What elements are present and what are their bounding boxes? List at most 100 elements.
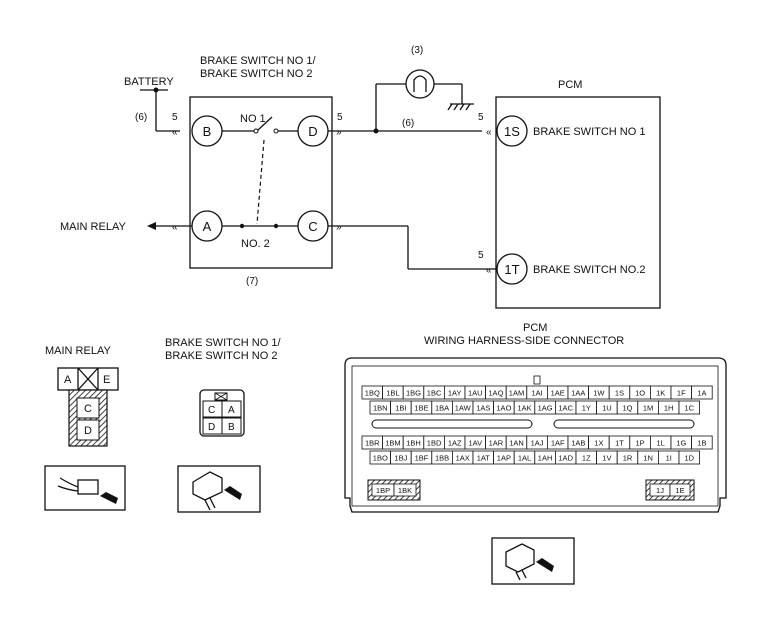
brake-lamp — [405, 69, 435, 99]
pcm-connector-pin: 1AZ — [448, 439, 462, 448]
pcm-connector-pin: 1AX — [456, 454, 470, 463]
pcm-view-arrow — [536, 558, 554, 572]
ground-tick-1 — [447, 103, 453, 111]
pcm-connector-pin: 1Q — [622, 404, 632, 413]
pcm-connector-pin: 1BE — [414, 404, 428, 413]
ref-5-d: 5 — [337, 112, 343, 123]
pcm-connector-pin: 1G — [676, 439, 686, 448]
pcm-connector-pin: 1BR — [365, 439, 380, 448]
pcm-connector-pin: 1AQ — [488, 389, 503, 398]
pcm-connector-pin: 1F — [677, 389, 686, 398]
ref-7: (7) — [246, 276, 258, 287]
switch-view-arrow — [224, 486, 242, 500]
pcm-connector-pin: 1AB — [571, 439, 585, 448]
relay-x-2 — [77, 367, 99, 391]
pin-1s-label: 1S — [504, 124, 520, 139]
pcm-connector-cell — [691, 385, 713, 400]
pin-a-label: A — [203, 219, 212, 234]
pcm-connector-pin: 1AH — [538, 454, 553, 463]
switch-view-plug — [192, 471, 223, 501]
pcm-title: PCM — [558, 79, 582, 91]
pcm-connector-pin: 1BN — [373, 404, 388, 413]
relay-pin-a: A — [64, 374, 72, 386]
pcm-connector-pin: 1K — [656, 389, 665, 398]
pcm-connector-pin: 1H — [664, 404, 674, 413]
pcm-connector-pin: 1AK — [517, 404, 531, 413]
switch-title-2: BRAKE SWITCH NO 2 — [200, 68, 312, 80]
pcm-connector-pin: 1D — [685, 454, 695, 463]
relay-view-arrow — [100, 492, 118, 504]
pcm-pin-1bp: 1BP — [376, 486, 390, 495]
relay-pin-e: E — [103, 374, 110, 386]
switch-pin-b: B — [228, 422, 235, 433]
pcm-connector-pin: 1O — [635, 389, 645, 398]
pcm-connector-pin: 1BD — [427, 439, 442, 448]
pcm-connector-pin: 1AO — [496, 404, 511, 413]
relay-view-plug — [77, 479, 99, 495]
pcm-connector-pin: 1AS — [476, 404, 490, 413]
pcm-connector-pin: 1BI — [395, 404, 406, 413]
pin-1t-label: 1T — [504, 262, 519, 277]
switch-no2-contact-left — [239, 223, 245, 229]
connector-mark-1s: « — [486, 127, 492, 138]
ref-6-left: (6) — [135, 112, 147, 123]
relay-pin-c: C — [84, 403, 92, 415]
pcm-pin-1e: 1E — [675, 486, 684, 495]
pin-d-label: D — [308, 124, 317, 139]
bottom-main-relay-title: MAIN RELAY — [45, 345, 111, 357]
pcm-connector-pin: 1AG — [538, 404, 553, 413]
pcm-connector-slot-right — [553, 419, 695, 429]
pcm-connector-pin: 1AM — [509, 389, 524, 398]
ref-5-b: 5 — [172, 112, 178, 123]
pcm-connector-pin: 1R — [623, 454, 633, 463]
pin-c-label: C — [308, 219, 317, 234]
pcm-connector-pin: 1BQ — [365, 389, 380, 398]
pcm-1s-desc: BRAKE SWITCH NO 1 — [533, 126, 645, 138]
pcm-connector-cell — [691, 435, 713, 450]
pcm-connector-pin: 1BC — [427, 389, 442, 398]
pcm-connector-pin: 1AF — [551, 439, 565, 448]
connector-mark-c: » — [336, 222, 342, 233]
pcm-connector-cell — [678, 450, 701, 465]
switch-view-wire-1 — [204, 499, 211, 511]
pcm-connector-pin: 1AD — [558, 454, 573, 463]
battery-label: BATTERY — [124, 76, 174, 88]
pcm-connector-pin: 1BH — [406, 439, 421, 448]
pcm-connector-pin: 1P — [636, 439, 645, 448]
pcm-connector-pin: 1AW — [455, 404, 472, 413]
ground-tick-4 — [465, 103, 471, 111]
pcm-connector-pin: 1AA — [571, 389, 585, 398]
pcm-connector-pin: 1W — [593, 389, 605, 398]
pcm-connector-pin: 1BB — [435, 454, 449, 463]
pcm-connector-pin: 1AT — [477, 454, 491, 463]
switch-view-wire-2 — [209, 497, 216, 509]
pcm-cell-1e — [669, 483, 691, 497]
switch-pin-c: C — [208, 405, 215, 416]
pcm-connector-pin: 1BJ — [394, 454, 407, 463]
switch-no2-contact-right — [273, 223, 279, 229]
ground-tick-3 — [459, 103, 465, 111]
pin-b-label: B — [203, 124, 212, 139]
pcm-cell-1bk — [393, 483, 417, 497]
pcm-connector-pin: 1AL — [518, 454, 531, 463]
pcm-connector-pin: 1T — [615, 439, 624, 448]
ref-5-1t: 5 — [478, 250, 484, 261]
switch-cell-b — [221, 417, 242, 435]
brake-lamp-filament — [413, 75, 427, 92]
pcm-connector-pin: 1V — [602, 454, 611, 463]
switch-pin-a: A — [228, 405, 235, 416]
switch-cell-a — [221, 400, 242, 418]
pcm-connector-pin: 1AU — [468, 389, 483, 398]
pcm-connector-inner — [351, 365, 719, 507]
pcm-connector-pin: 1M — [643, 404, 653, 413]
pcm-connector-pin: 1BF — [415, 454, 429, 463]
pcm-connector-pin: 1X — [594, 439, 603, 448]
connector-mark-1t: « — [486, 265, 492, 276]
pcm-connector-pin: 1BL — [386, 389, 399, 398]
pcm-connector-pin: 1S — [615, 389, 624, 398]
connector-mark-d: » — [336, 127, 342, 138]
pcm-connector-pin: 1A — [697, 389, 706, 398]
ref-3: (3) — [411, 45, 423, 56]
pcm-connector-pin: 1AE — [551, 389, 565, 398]
